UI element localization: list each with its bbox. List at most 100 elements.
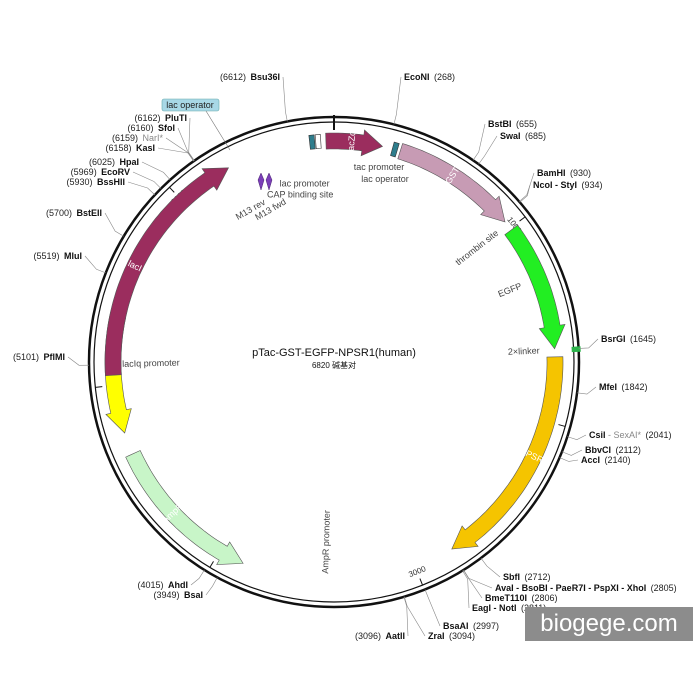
site-label: (6612) Bsu36I — [220, 67, 280, 84]
site-position: (655) — [516, 119, 537, 129]
site-pluti: (6162) PluTI — [135, 113, 195, 161]
site-leader — [104, 212, 124, 237]
site-label: CsiI - SexAI* (2041) — [589, 425, 672, 442]
site-label: (6158) KasI — [106, 138, 155, 155]
site-label: ZraI (3094) — [428, 626, 475, 643]
site-position: (2112) — [615, 445, 640, 455]
site-name: SwaI — [500, 131, 521, 141]
site-bamhi: BamHI (930) — [518, 163, 591, 202]
site-leader — [519, 184, 531, 203]
feature-egfp — [504, 224, 566, 350]
site-name: SfoI — [158, 123, 175, 133]
site-mlui: (5519) MluI — [34, 246, 106, 274]
site-position: (2806) — [531, 593, 557, 603]
site-ahdi: (4015) AhdI — [138, 569, 205, 592]
site-ncoi: NcoI - StyI (934) — [519, 175, 602, 203]
site-sfoi: (6160) SfoI — [128, 123, 195, 162]
site-leader — [567, 434, 587, 441]
tick-2000 — [558, 424, 566, 427]
site-position: (6612) — [220, 72, 246, 82]
site-leader — [190, 569, 205, 586]
feature-ampr — [125, 450, 244, 565]
site-leader — [157, 147, 194, 162]
feature-text-6: lacIq promoter — [122, 358, 180, 369]
site-leader — [424, 589, 441, 627]
site-label: (5969) EcoRV — [71, 162, 130, 179]
site-label: (4015) AhdI — [138, 575, 188, 592]
site-label: (6159) NarI* — [112, 128, 163, 145]
site-csii: CsiI - SexAI* (2041) — [567, 425, 672, 442]
site-name: BmeT110I — [485, 593, 527, 603]
primer-0 — [257, 172, 265, 191]
site-bbvci: BbvCI (2112) — [561, 440, 641, 457]
site-pflmi: (5101) PflMI — [13, 352, 90, 366]
feature-text-3: EGFP — [497, 281, 523, 299]
tick-5000 — [95, 386, 103, 388]
feature-text-5: AmpR promoter — [320, 510, 332, 574]
site-name: BamHI — [537, 168, 566, 178]
feature-text-0: tac promoter — [354, 162, 405, 172]
site-position: (6162) — [135, 113, 161, 123]
site-zrai: ZraI (3094) — [404, 596, 475, 643]
feature-text-2: thrombin site — [453, 228, 500, 267]
lac-operator-callout: lac operator — [161, 98, 231, 151]
site-position: (2712) — [524, 572, 550, 582]
site-leader — [84, 255, 106, 274]
site-mfei: MfeI (1842) — [577, 377, 647, 395]
site-bmet110i: BmeT110I (2806) — [463, 569, 558, 605]
site-position: (1645) — [630, 334, 656, 344]
site-label: BamHI (930) — [537, 163, 591, 180]
site-label: BmeT110I (2806) — [485, 588, 558, 605]
feature-laci — [104, 167, 230, 377]
feature-text-1: lac operator — [361, 174, 409, 184]
site-leader — [561, 449, 583, 456]
site-name: AccI — [581, 455, 600, 465]
primer-1 — [265, 172, 273, 191]
site-label: BbvCI (2112) — [585, 440, 641, 457]
site-leader — [462, 570, 470, 609]
site-leader — [132, 171, 162, 189]
site-name: AvaI - BsoBI - PaeR7I - PspXI - XhoI — [495, 583, 646, 593]
site-position: (6158) — [106, 143, 132, 153]
feature-label-lacz: lacZα — [346, 130, 358, 153]
site-label: (5519) MluI — [34, 246, 82, 263]
feature-arrows: lacZαGSTNPSR1AmpRorilacI — [104, 129, 581, 565]
site-position: (2997) — [473, 621, 499, 631]
title-block: pTac-GST-EGFP-NPSR1(human) 6820 碱基对 — [252, 347, 416, 370]
site-position: (934) — [581, 180, 602, 190]
site-hpai: (6025) HpaI — [89, 157, 171, 181]
feature-lacz — [325, 129, 384, 157]
site-name: BstEII — [76, 208, 102, 218]
site-leader — [67, 356, 90, 366]
site-name: SbfI — [503, 572, 520, 582]
site-leader — [282, 76, 288, 122]
site-leader — [472, 123, 486, 161]
site-name: NarI* — [142, 133, 163, 143]
site-bsaai: BsaAI (2997) — [424, 589, 499, 633]
site-name: BssHII — [97, 177, 125, 187]
tick-6000 — [169, 186, 175, 193]
site-label: NcoI - StyI (934) — [533, 175, 602, 192]
tick-1000 — [519, 216, 526, 222]
site-label: BsaAI (2997) — [443, 616, 499, 633]
site-position: (685) — [525, 131, 546, 141]
site-position: (3949) — [154, 590, 180, 600]
site-position: (930) — [570, 168, 591, 178]
site-label: SwaI (685) — [500, 126, 546, 143]
site-label: MfeI (1842) — [599, 377, 647, 394]
site-name: AhdI — [168, 580, 188, 590]
site-name: BsaAI — [443, 621, 469, 631]
tick-label-3000: 3000 — [407, 564, 427, 579]
site-name: MluI — [64, 251, 82, 261]
callout-text: lac operator — [166, 100, 214, 110]
site-position: (4015) — [138, 580, 164, 590]
site-label: SbfI (2712) — [503, 567, 550, 584]
site-name: HpaI — [119, 157, 139, 167]
site-bsai: (3949) BsaI — [154, 577, 218, 600]
site-position: (3094) — [449, 631, 475, 641]
site-label: BstBI (655) — [488, 114, 537, 131]
site-leader — [559, 457, 579, 462]
site-bsshii: (5930) BssHII — [67, 177, 156, 196]
